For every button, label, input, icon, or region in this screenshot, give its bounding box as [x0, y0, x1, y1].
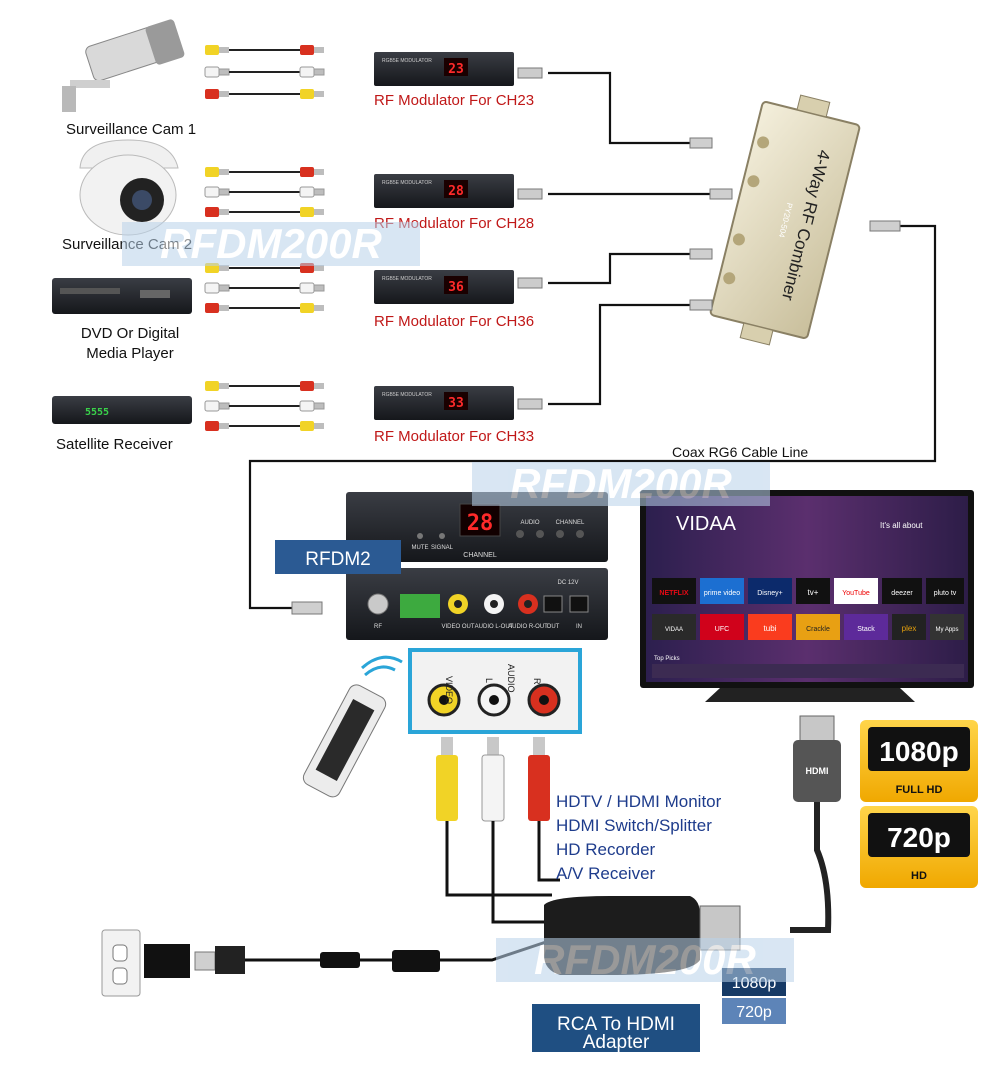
svg-text:YouTube: YouTube — [842, 590, 870, 597]
svg-text:prime video: prime video — [704, 590, 740, 597]
svg-text:Disney+: Disney+ — [757, 590, 782, 597]
satellite-receiver-icon: 5555 — [52, 396, 192, 424]
tv-tagline: It's all about — [880, 521, 923, 530]
tv-app-row-1: NETFLIX prime video Disney+ tv+ YouTube … — [652, 578, 964, 604]
hdmi-target-1: HDTV / HDMI Monitor — [556, 792, 722, 811]
svg-text:FULL HD: FULL HD — [896, 784, 943, 796]
rf-modulator-4: RGB5E MODULATOR 33 — [374, 386, 543, 420]
svg-text:VIDEO OUT: VIDEO OUT — [441, 624, 474, 630]
svg-text:deezer: deezer — [891, 590, 913, 597]
svg-text:RFDM200R: RFDM200R — [534, 936, 756, 983]
wireless-signal-icon — [360, 655, 403, 677]
svg-text:MUTE: MUTE — [412, 545, 429, 551]
remote-control-icon — [302, 684, 387, 798]
svg-text:L: L — [484, 678, 494, 683]
modulator-1-label: RF Modulator For CH23 — [374, 92, 534, 109]
watermarks: RFDM200R RFDM200R RFDM200R — [122, 220, 794, 983]
coax-cable-label: Coax RG6 Cable Line — [672, 444, 808, 460]
power-cable — [144, 938, 553, 978]
svg-text:AUDIO: AUDIO — [506, 664, 516, 693]
rfdm-tag — [275, 540, 401, 574]
coax-cables — [248, 71, 937, 610]
svg-text:VIDEO: VIDEO — [444, 676, 454, 704]
modulator-3-channel-display: 36 — [448, 280, 464, 295]
svg-text:5555: 5555 — [85, 407, 109, 418]
rfdm-device-front: 28 CHANNEL MUTE SIGNAL AUDIO CHANNEL — [346, 492, 608, 562]
svg-text:RGB5E MODULATOR: RGB5E MODULATOR — [382, 58, 432, 64]
hdmi-target-3: HD Recorder — [556, 840, 656, 859]
svg-text:tubi: tubi — [764, 624, 777, 633]
svg-text:plex: plex — [902, 624, 917, 633]
dvd-player-icon — [52, 278, 192, 314]
hdmi-cable: HDMI — [790, 715, 841, 933]
modulator-3-label: RF Modulator For CH36 — [374, 313, 534, 330]
dome-camera-icon — [79, 139, 179, 236]
source-label-dvd-line2: Media Player — [86, 345, 174, 362]
rca-jacks-inset: VIDEO AUDIO L R — [408, 648, 582, 734]
modulator-1-channel-display: 23 — [448, 62, 464, 77]
adapter-label-line2: Adapter — [583, 1032, 650, 1053]
modulator-4-label: RF Modulator For CH33 — [374, 428, 534, 445]
rfdm-channel-display: 28 — [467, 511, 494, 536]
svg-text:My Apps: My Apps — [935, 627, 958, 633]
rf-modulator-3: RGB5E MODULATOR 36 — [374, 270, 543, 304]
hdmi-plug-label: HDMI — [806, 766, 829, 776]
tv: VIDAA It's all about NETFLIX prime video… — [640, 490, 974, 702]
source-label-cam1: Surveillance Cam 1 — [66, 121, 196, 138]
rfdm-device-rear: VIDEO OUT AUDIO L-OUT AUDIO R-OUT OUT IN… — [346, 568, 608, 640]
svg-text:RFDM200R: RFDM200R — [160, 220, 382, 267]
svg-text:RGB5E MODULATOR: RGB5E MODULATOR — [382, 276, 432, 282]
rf-modulator-1: RGB5E MODULATOR 23 — [374, 52, 543, 86]
svg-text:SIGNAL: SIGNAL — [431, 545, 454, 551]
power-outlet-icon — [101, 929, 141, 997]
svg-text:OUT: OUT — [547, 624, 560, 630]
adapter-res-720p-badge — [722, 998, 786, 1024]
svg-text:CHANNEL: CHANNEL — [556, 520, 585, 526]
rca-cable-sets — [204, 45, 325, 431]
svg-text:Stack: Stack — [857, 626, 875, 633]
svg-text:AUDIO: AUDIO — [520, 520, 539, 526]
svg-text:AUDIO R-OUT: AUDIO R-OUT — [508, 624, 548, 630]
tv-top-picks: Top Picks — [654, 656, 680, 662]
svg-text:NETFLIX: NETFLIX — [659, 590, 688, 597]
hdmi-target-4: A/V Receiver — [556, 864, 656, 883]
svg-text:tv+: tv+ — [808, 588, 819, 597]
source-label-dvd-line1: DVD Or Digital — [81, 325, 179, 342]
svg-text:AUDIO L-OUT: AUDIO L-OUT — [475, 624, 514, 630]
svg-text:UFC: UFC — [715, 626, 729, 633]
svg-text:Crackle: Crackle — [806, 626, 830, 633]
svg-text:CHANNEL: CHANNEL — [463, 552, 497, 559]
hdmi-target-2: HDMI Switch/Splitter — [556, 816, 712, 835]
source-label-sat: Satellite Receiver — [56, 436, 173, 453]
adapter-label-line1: RCA To HDMI — [557, 1014, 675, 1035]
svg-text:720p: 720p — [887, 822, 951, 853]
modulator-4-channel-display: 33 — [448, 396, 464, 411]
rca-cable-to-adapter — [436, 737, 560, 924]
svg-text:RGB5E MODULATOR: RGB5E MODULATOR — [382, 392, 432, 398]
adapter-label-box — [532, 1004, 700, 1052]
svg-text:RGB5E MODULATOR: RGB5E MODULATOR — [382, 180, 432, 186]
svg-text:RFDM200R: RFDM200R — [510, 460, 732, 507]
rf-combiner: 4-Way RF Combiner PY20-504 — [689, 94, 901, 346]
svg-text:R: R — [532, 678, 542, 685]
svg-text:IN: IN — [576, 624, 582, 630]
svg-text:pluto tv: pluto tv — [934, 590, 957, 597]
rfdm-tag-label: RFDM2 — [305, 549, 370, 570]
svg-text:DC 12V: DC 12V — [557, 580, 578, 586]
svg-text:VIDAA: VIDAA — [665, 627, 683, 633]
bullet-camera-icon — [62, 19, 185, 112]
svg-text:HD: HD — [911, 870, 927, 882]
resolution-badge-720p: 720p HD — [860, 806, 978, 888]
svg-text:RF: RF — [374, 624, 382, 630]
adapter-res-720p: 720p — [736, 1004, 772, 1021]
tv-app-row-2: VIDAA UFC tubi Crackle Stack plex My App… — [652, 614, 964, 640]
modulator-2-channel-display: 28 — [448, 184, 464, 199]
svg-text:1080p: 1080p — [879, 736, 958, 767]
tv-brand: VIDAA — [676, 513, 737, 535]
resolution-badge-1080p: 1080p FULL HD — [860, 720, 978, 802]
rf-modulator-2: RGB5E MODULATOR 28 — [374, 174, 543, 208]
